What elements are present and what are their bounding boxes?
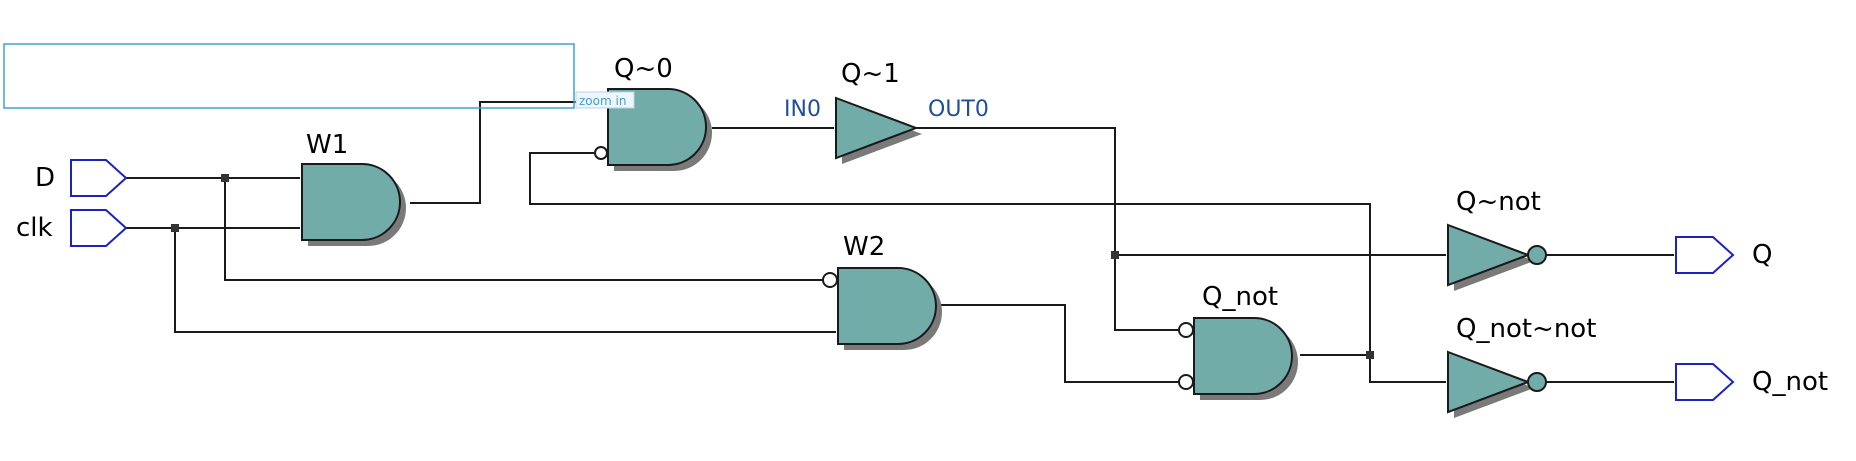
and-gate-w1[interactable]: W1 (301, 130, 406, 246)
and-gate-q0[interactable]: Q~0 (594, 54, 712, 171)
junction-clk (171, 224, 179, 232)
and-gate-q-not[interactable]: Q_not (1178, 282, 1298, 400)
w2-inverted-input-bubble (822, 272, 838, 288)
gate-q-notnot-label: Q~not (1456, 187, 1541, 217)
wire-w1-to-q0 (410, 101, 600, 204)
wires (106, 101, 1674, 383)
junction-q1 (1111, 251, 1119, 259)
wire-q1-out-to-loads (915, 127, 1178, 331)
q-not-inverted-input-bubble-top (1178, 322, 1194, 338)
q-not-inverted-input-bubble-bottom (1178, 374, 1194, 390)
input-port-d[interactable]: D (35, 159, 128, 197)
gate-q1-label: Q~1 (841, 59, 900, 89)
gate-w1-label: W1 (306, 130, 348, 160)
pin-out0-label: OUT0 (928, 97, 989, 122)
output-q-label: Q (1752, 240, 1772, 270)
and-gate-w2[interactable]: W2 (822, 232, 942, 350)
wire-w2-to-qnot (940, 304, 1178, 383)
inverter-q-not-notnot[interactable]: Q_not~not (1447, 314, 1596, 418)
zoom-selection[interactable]: zoom in (3, 43, 635, 109)
gate-q-not-notnot-label: Q_not~not (1456, 314, 1596, 344)
pin-in0-label: IN0 (784, 97, 821, 122)
output-port-q-not[interactable]: Q_not (1675, 363, 1828, 401)
wire-feedback-to-q0 (529, 152, 1371, 355)
q0-inverted-input-bubble (594, 146, 608, 160)
wire-clk-to-w2 (174, 228, 836, 333)
q-not-notnot-output-bubble (1527, 372, 1547, 392)
zoom-selection-rect (3, 43, 575, 109)
zoom-hint-background (575, 91, 635, 109)
inverter-q-notnot[interactable]: Q~not (1447, 187, 1547, 291)
output-port-q[interactable]: Q (1675, 236, 1772, 274)
wire-d-to-w2 (224, 178, 823, 281)
gate-q0-label: Q~0 (614, 54, 673, 84)
wire-qnot-out (1300, 354, 1446, 383)
q-notnot-output-bubble (1527, 245, 1547, 265)
output-q-not-label: Q_not (1752, 367, 1828, 397)
input-d-label: D (35, 163, 55, 193)
junction-qnot (1366, 351, 1374, 359)
input-clk-label: clk (16, 213, 53, 243)
junctions (171, 174, 1374, 359)
gate-w2-label: W2 (843, 232, 885, 262)
zoom-hint-label: zoom in (579, 94, 626, 108)
input-port-clk[interactable]: clk (16, 209, 128, 247)
gate-q-not-label: Q_not (1202, 282, 1278, 312)
junction-d (221, 174, 229, 182)
buffer-q1[interactable]: Q~1 IN0 OUT0 (784, 59, 989, 164)
